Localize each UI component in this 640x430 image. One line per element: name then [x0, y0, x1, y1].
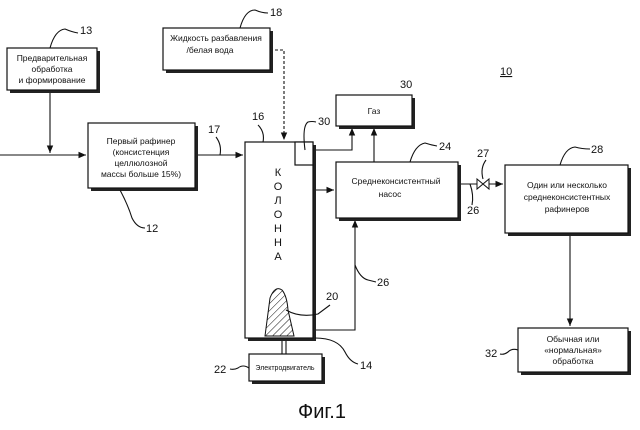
normal-processing-box[interactable]: Обычная или«нормальная»обработка: [518, 328, 631, 375]
ref-12: 12: [146, 223, 158, 235]
ref-17: 17: [208, 124, 220, 136]
ref-20: 20: [326, 291, 338, 303]
ref-10: 10: [500, 66, 512, 78]
ref-30-gas: 30: [400, 79, 412, 91]
svg-text:Газ: Газ: [368, 106, 381, 116]
ref-14: 14: [360, 360, 372, 372]
pump-box[interactable]: Среднеконсистентныйнасос: [336, 162, 461, 221]
ref-13: 13: [80, 25, 92, 37]
ref-26-top: 26: [467, 205, 479, 217]
svg-text:КОЛОННА: КОЛОННА: [274, 167, 283, 263]
ref-24: 24: [439, 141, 451, 153]
motor-box[interactable]: Электродвигатель: [249, 354, 325, 384]
figure-title: Фиг.1: [298, 401, 346, 423]
dilution-liquid-box[interactable]: Жидкость разбавления/белая вода: [163, 28, 273, 73]
valve-icon[interactable]: [477, 179, 489, 189]
first-refiner-box[interactable]: Первый рафинер(консистенцияцеллюлознойма…: [88, 123, 198, 191]
ref-22: 22: [214, 364, 226, 376]
ref-18: 18: [270, 7, 282, 19]
ref-32: 32: [485, 348, 497, 360]
ref-30-sensor: 30: [318, 116, 330, 128]
svg-text:Обычная или«нормальная»обработ: Обычная или«нормальная»обработка: [544, 334, 602, 366]
ref-16: 16: [252, 111, 264, 123]
ref-28: 28: [591, 144, 603, 156]
svg-text:Электродвигатель: Электродвигатель: [255, 365, 314, 372]
mc-refiners-box[interactable]: Один или несколькосреднеконсистентныхраф…: [505, 165, 631, 236]
gas-box[interactable]: Газ: [336, 95, 415, 129]
column[interactable]: КОЛОННА: [245, 142, 316, 341]
pretreatment-box[interactable]: Предварительнаяобработкаи формирование: [7, 48, 100, 93]
ref-26-bottom: 26: [377, 277, 389, 289]
ref-27: 27: [477, 148, 489, 160]
